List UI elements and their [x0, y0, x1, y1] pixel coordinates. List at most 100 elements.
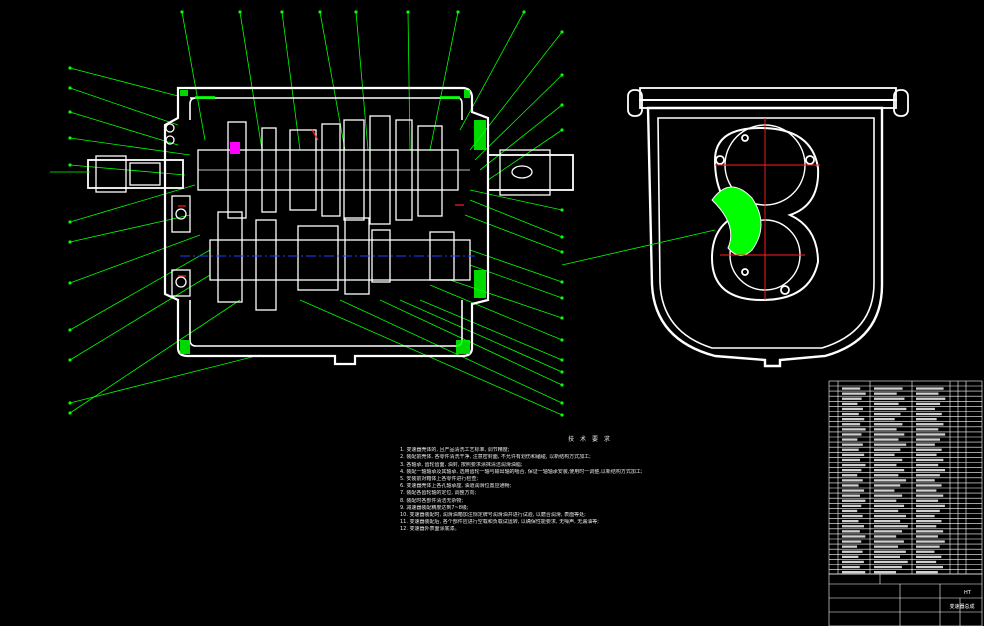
table-cell-text — [842, 540, 862, 543]
table-cell-text — [874, 448, 901, 451]
balloon-dot — [354, 10, 358, 14]
balloon-dot — [560, 338, 564, 342]
table-cell-text — [874, 494, 903, 497]
balloon-dot — [560, 103, 564, 107]
note-item: 12. 变速器外表面涂底漆。 — [400, 526, 460, 533]
parts-list-table — [828, 380, 983, 575]
balloon-dot — [560, 413, 564, 417]
table-cell-text — [874, 469, 905, 472]
balloon-dot — [68, 328, 72, 332]
section-view — [50, 86, 574, 366]
table-cell-text — [842, 514, 863, 518]
note-item: 5. 安装前对箱体上各零件进行检查; — [400, 476, 479, 483]
table-cell-text — [916, 504, 945, 507]
table-cell-text — [874, 555, 900, 558]
table-cell-text — [916, 535, 938, 538]
leader-line — [239, 11, 263, 151]
table-cell-text — [874, 453, 895, 456]
table-cell-text — [916, 540, 945, 543]
table-cell-text — [842, 565, 860, 569]
table-cell-text — [842, 489, 865, 492]
balloon-dot — [560, 280, 564, 284]
table-cell-text — [916, 392, 939, 395]
table-cell-text — [916, 443, 935, 446]
balloon-dot — [560, 73, 564, 77]
table-cell-text — [874, 509, 899, 513]
leader-line — [339, 299, 563, 404]
balloon-dot — [560, 128, 564, 132]
balloon-dot — [560, 250, 564, 254]
balloon-dot — [68, 401, 72, 405]
table-cell-text — [874, 402, 899, 405]
leader-line — [459, 11, 525, 131]
table-cell-text — [842, 504, 862, 507]
table-cell-text — [916, 489, 937, 492]
table-cell-text — [916, 428, 939, 431]
technical-requirements: 技 术 要 求 1. 变速器壳体的, 且产品清洗工艺标准, 调节精度;2. 装配… — [400, 436, 800, 534]
table-cell-text — [874, 571, 897, 574]
balloon-dot — [560, 358, 564, 362]
leader-line — [181, 11, 206, 141]
table-cell-text — [874, 412, 901, 416]
table-cell-text — [842, 509, 858, 513]
balloon-dot — [522, 10, 526, 14]
table-cell-text — [842, 458, 861, 462]
leader-line — [69, 249, 211, 331]
table-cell-text — [916, 494, 944, 497]
leader-line — [69, 137, 191, 156]
leader-line — [69, 184, 196, 223]
table-cell-text — [842, 402, 858, 405]
table-cell-text — [874, 397, 905, 400]
table-cell-text — [916, 571, 938, 574]
balloon-dot — [560, 370, 564, 374]
balloon-dot — [68, 281, 72, 285]
table-cell-text — [874, 540, 904, 543]
table-cell-text — [842, 474, 858, 477]
balloon-dot — [560, 383, 564, 387]
table-cell-text — [916, 530, 944, 533]
table-cell-text — [874, 514, 906, 518]
table-cell-text — [842, 387, 861, 390]
note-item: 7. 装配各齿轮轴的定位, 调整方向; — [400, 490, 477, 497]
balloon-dot — [68, 411, 72, 415]
note-item: 3. 各轴承, 齿轮齿面, 油封, 按照要求涂抹清洁润滑油脂; — [400, 461, 523, 468]
leader-line — [69, 274, 211, 361]
leader-line — [69, 111, 179, 146]
note-item: 1. 变速器壳体的, 且产品清洗工艺标准, 调节精度; — [400, 447, 510, 454]
table-cell-text — [842, 428, 866, 431]
table-cell-text — [874, 525, 908, 528]
table-cell-text — [874, 418, 895, 421]
table-cell-text — [842, 423, 861, 426]
leader-line — [407, 11, 411, 151]
table-cell-text — [874, 463, 897, 467]
table-cell-text — [842, 545, 858, 548]
note-item: 2. 装配前壳体, 各零件清洗干净, 注意密封面, 不允许有划伤和磕碰, 以新结… — [400, 454, 591, 461]
table-cell-text — [874, 535, 897, 538]
table-cell-text — [916, 463, 939, 467]
table-cell-text — [874, 499, 897, 502]
balloon-dot — [68, 358, 72, 362]
table-cell-text — [874, 387, 903, 390]
table-cell-text — [842, 555, 859, 558]
table-cell-text — [842, 484, 859, 487]
leader-line — [464, 214, 563, 253]
table-cell-text — [916, 453, 937, 456]
table-cell-text — [874, 560, 908, 564]
balloon-dot — [68, 136, 72, 140]
table-cell-text — [874, 504, 905, 507]
table-cell-text — [842, 392, 866, 395]
table-cell-text — [842, 469, 862, 472]
leader-line — [69, 67, 179, 97]
table-cell-text — [916, 474, 940, 477]
balloon-dot — [560, 208, 564, 212]
table-cell-text — [916, 560, 937, 564]
table-cell-text — [916, 514, 935, 518]
balloon-dot — [68, 110, 72, 114]
table-cell-text — [874, 474, 899, 477]
balloon-dot — [406, 10, 410, 14]
table-cell-text — [916, 418, 937, 421]
leader-line — [399, 299, 563, 373]
leader-line — [281, 11, 301, 151]
table-cell-text — [916, 469, 946, 472]
